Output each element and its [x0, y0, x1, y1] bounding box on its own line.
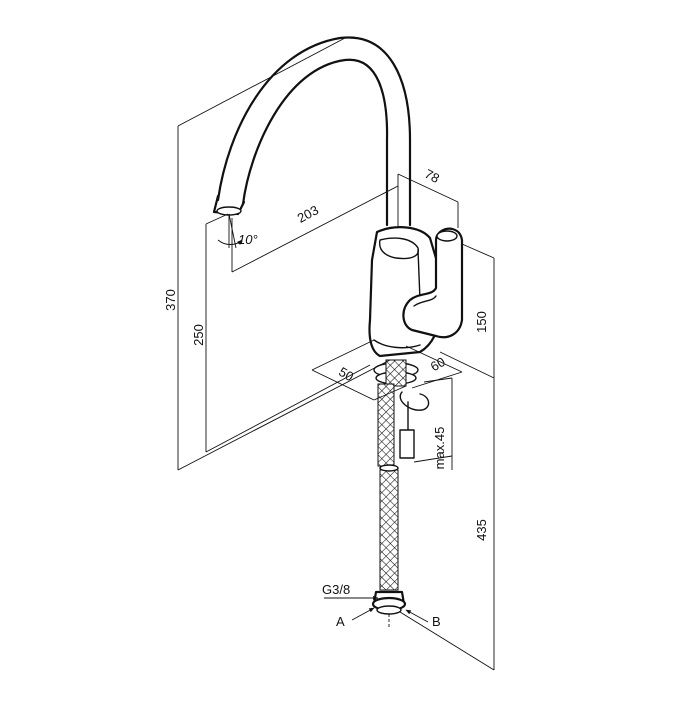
- faucet-body: [368, 226, 442, 358]
- dim-10deg: 10°: [217, 213, 258, 249]
- dim-78-label: 78: [422, 166, 442, 186]
- point-a-label: A: [336, 614, 345, 629]
- dim-10deg-label: 10°: [238, 232, 258, 247]
- dim-78: 78: [397, 166, 459, 228]
- dim-max45-label: max.45: [432, 427, 447, 470]
- dim-250-label: 250: [191, 324, 206, 346]
- dim-60-label: 60: [428, 354, 448, 374]
- connection-labels: G3/8 A B: [322, 582, 441, 629]
- hose-lower: [379, 464, 399, 591]
- dim-203-label: 203: [295, 202, 321, 225]
- dim-50-label: 50: [336, 364, 356, 384]
- hose-upper: [377, 383, 395, 467]
- dim-150: 150: [439, 243, 495, 402]
- hose-connector: [371, 590, 407, 628]
- dim-150-label: 150: [474, 311, 489, 333]
- base-mount: [373, 359, 430, 459]
- point-b-label: B: [432, 614, 441, 629]
- dim-370: 370: [163, 37, 391, 471]
- dim-max45: max.45: [413, 377, 453, 470]
- dim-435: 435: [399, 402, 495, 671]
- spout: [212, 36, 412, 227]
- thread-label: G3/8: [322, 582, 350, 597]
- dim-250: 250: [191, 213, 371, 453]
- dim-435-label: 435: [474, 519, 489, 541]
- dim-370-label: 370: [163, 289, 178, 311]
- lever-handle: [402, 227, 464, 339]
